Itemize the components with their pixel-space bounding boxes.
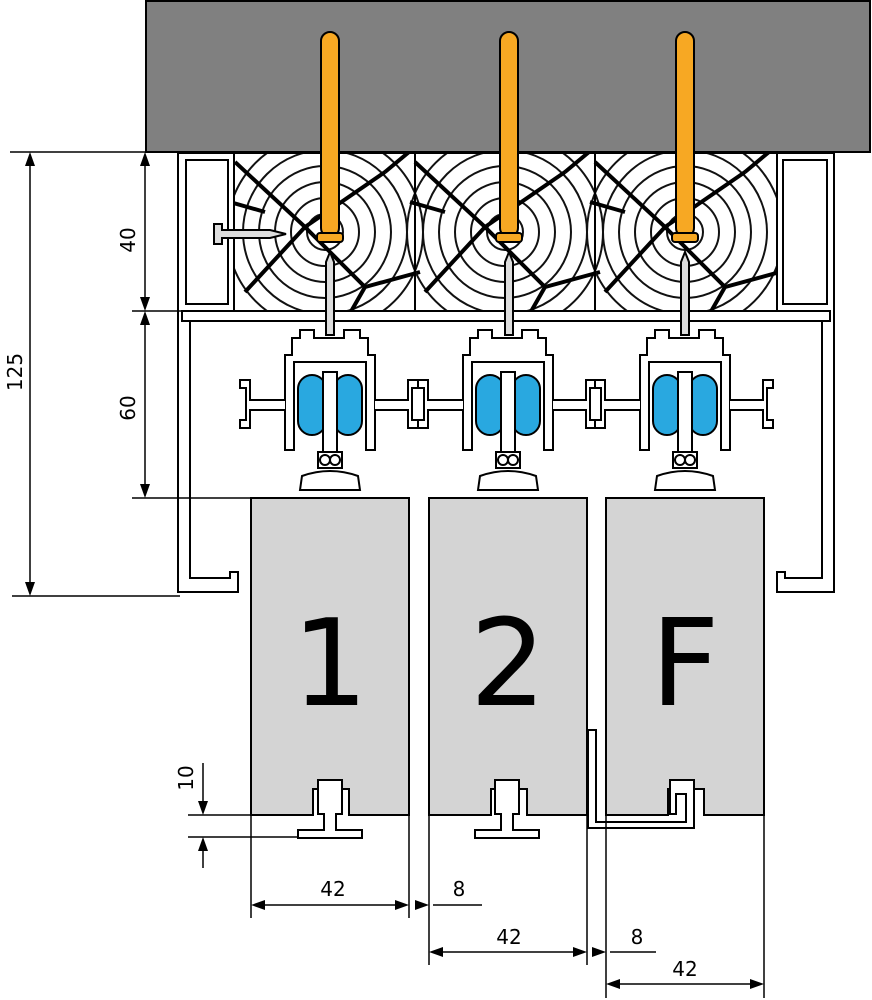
dim-guide-height: 10 bbox=[174, 765, 198, 790]
side-screw-icon bbox=[213, 223, 287, 245]
door-panel-F bbox=[605, 497, 765, 816]
dim-wood-height: 40 bbox=[116, 227, 140, 252]
door-panel-2 bbox=[428, 497, 588, 816]
dim-gap2: 8 bbox=[631, 925, 644, 949]
dim-total-height: 125 bbox=[3, 353, 27, 391]
dim-panel3-width: 42 bbox=[672, 957, 697, 981]
door-panel-1 bbox=[250, 497, 410, 816]
left-fascia-profile bbox=[177, 152, 239, 593]
dim-panel1-width: 42 bbox=[320, 877, 345, 901]
dim-track-height: 60 bbox=[116, 395, 140, 420]
door-panel-label: 2 bbox=[470, 595, 546, 734]
dim-panel2-width: 42 bbox=[496, 925, 521, 949]
dimension-lines bbox=[10, 151, 765, 998]
screw-icon bbox=[316, 31, 699, 243]
right-fascia-profile bbox=[776, 152, 835, 593]
roller-icon bbox=[239, 329, 774, 491]
door-panel-label: 1 bbox=[292, 595, 368, 734]
door-panel-label: F bbox=[650, 595, 719, 734]
bottom-guide bbox=[297, 729, 695, 839]
dim-gap1: 8 bbox=[453, 877, 466, 901]
